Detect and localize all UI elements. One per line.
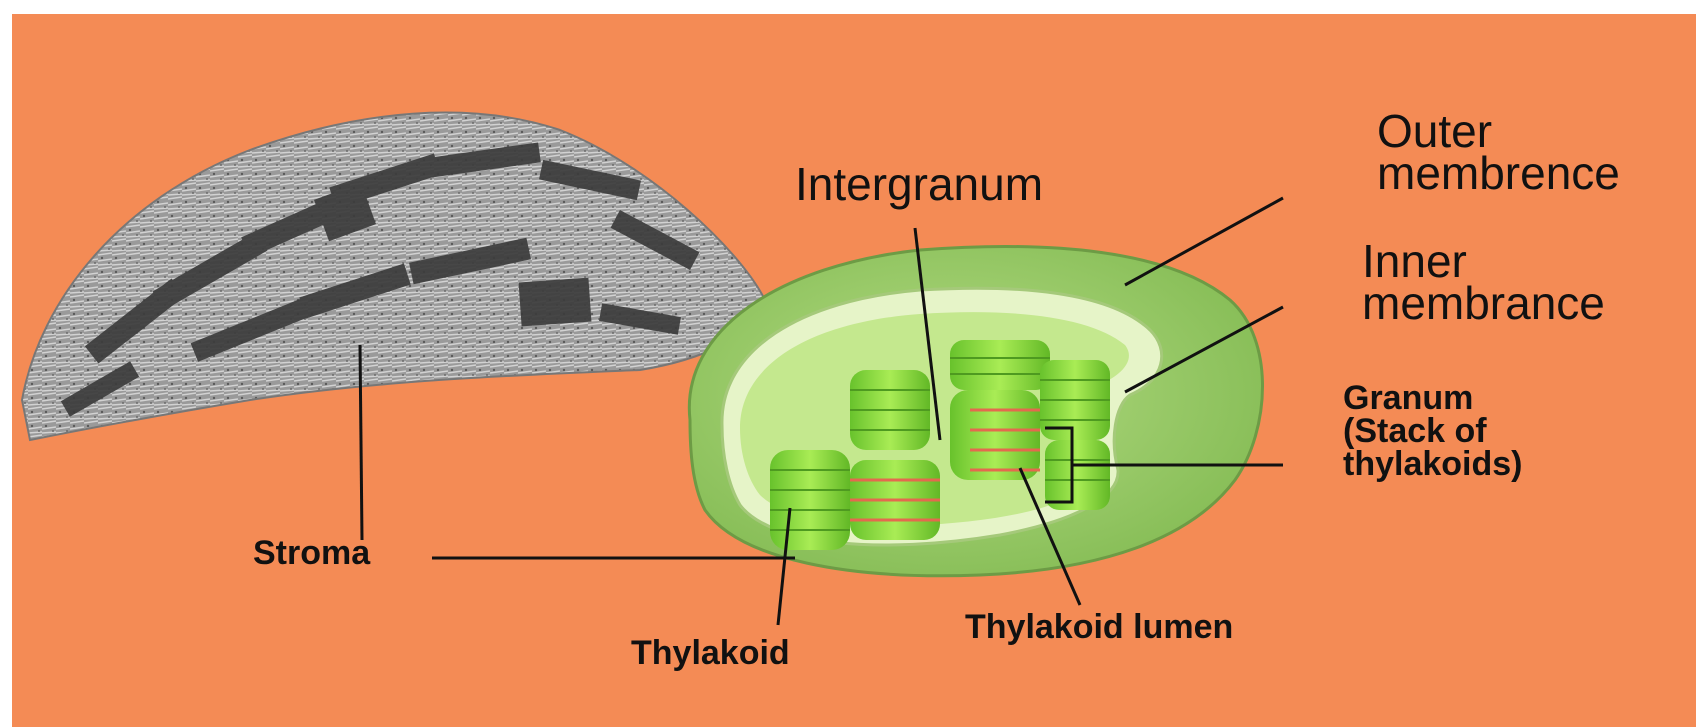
granum-stack	[1045, 440, 1110, 510]
stroma-micrograph-pointer	[360, 345, 362, 540]
outer-membrane-label: Outer membrence	[1377, 110, 1620, 194]
granum-stack	[770, 450, 850, 550]
granum-stack	[950, 390, 1040, 480]
micrograph-image	[22, 113, 765, 440]
granum-stack	[950, 340, 1050, 390]
thylakoid-label: Thylakoid	[631, 637, 790, 670]
thylakoid-lumen-label: Thylakoid lumen	[965, 611, 1233, 644]
stroma-label: Stroma	[253, 537, 370, 570]
granum-stack	[850, 370, 930, 450]
outer-membrane-pointer	[1125, 198, 1283, 285]
granum-stack	[850, 460, 940, 540]
granum-label: Granum (Stack of thylakoids)	[1343, 382, 1522, 481]
intergranum-label: Intergranum	[795, 163, 1043, 205]
inner-membrane-label: Inner membrance	[1362, 240, 1605, 324]
chloroplast-illustration	[689, 247, 1262, 576]
